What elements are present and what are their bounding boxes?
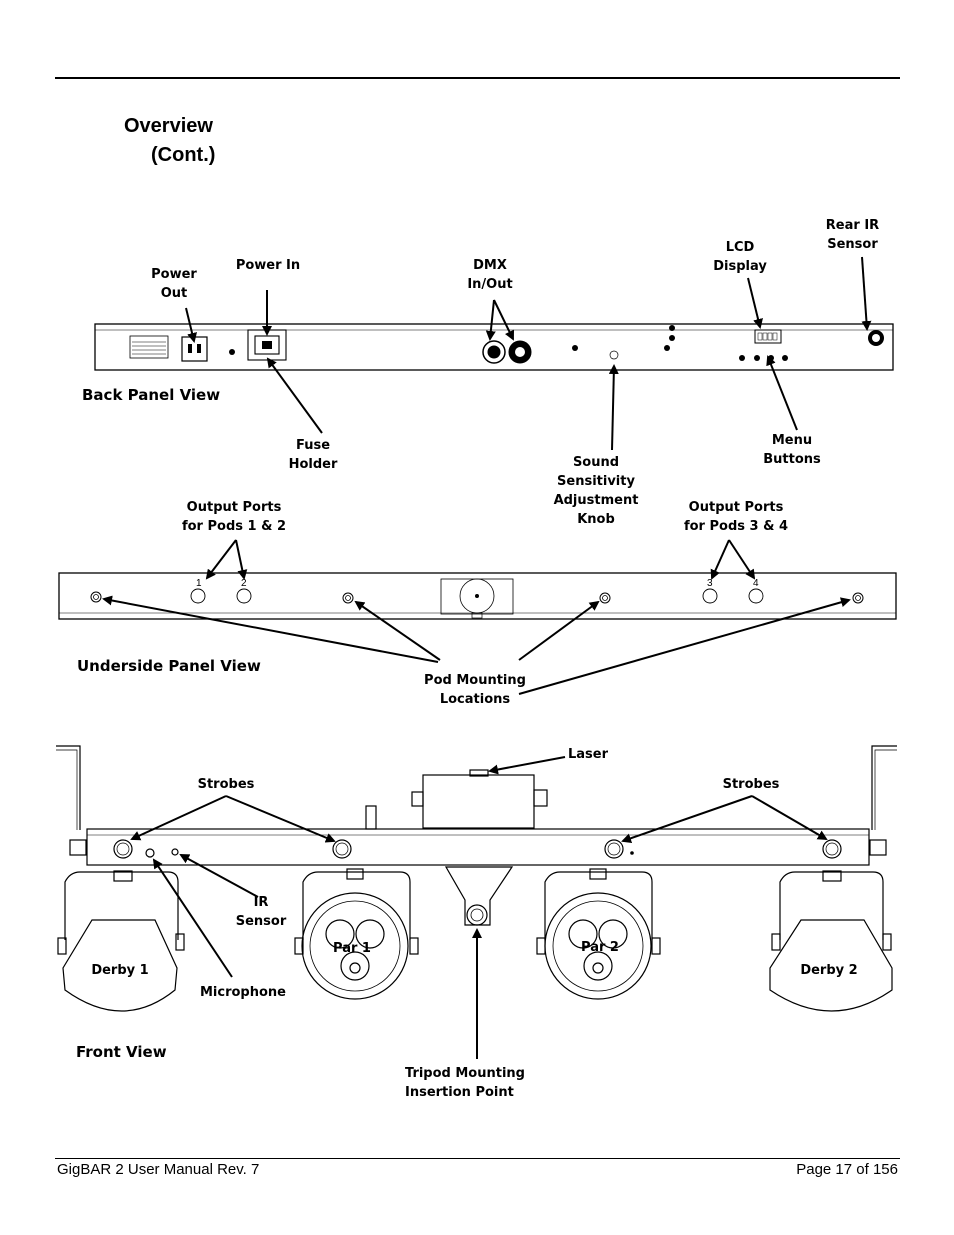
front-view-drawing — [56, 745, 897, 1012]
underside-arrows — [102, 539, 851, 695]
section-front-view: Front View — [76, 1043, 167, 1061]
back-panel-drawing — [94, 323, 894, 371]
bottom-rule — [55, 1158, 900, 1159]
section-back-panel: Back Panel View — [82, 386, 221, 404]
section-underside-panel: Underside Panel View — [77, 657, 261, 675]
pod-label-derby-2: Derby 2 — [800, 963, 857, 978]
label-microphone: Microphone — [199, 985, 286, 1000]
label-rear-ir-sensor: Rear IR Sensor — [825, 218, 880, 252]
label-menu-buttons: Menu Buttons — [763, 433, 821, 467]
footer-page-number: Page 17 of 156 — [796, 1161, 898, 1178]
label-ir-sensor: IR Sensor — [235, 895, 287, 929]
port-number-2: 2 — [241, 578, 247, 589]
page-title: Overview — [124, 115, 213, 137]
front-view-arrows — [130, 756, 828, 1059]
pod-label-derby-1: Derby 1 — [91, 963, 148, 978]
label-tripod-mount: Tripod Mounting Insertion Point — [405, 1066, 525, 1100]
label-power-in: Power In — [235, 258, 301, 273]
label-output-ports-34: Output Ports for Pods 3 & 4 — [683, 500, 789, 534]
port-number-3: 3 — [707, 578, 713, 589]
top-rule — [55, 77, 900, 79]
footer-manual-title: GigBAR 2 User Manual Rev. 7 — [57, 1161, 260, 1178]
label-power-out: Power Out — [151, 267, 197, 301]
pod-label-par-1: Par 1 — [333, 941, 371, 956]
label-strobes-left: Strobes — [197, 777, 255, 792]
back-panel-arrows — [185, 256, 872, 451]
label-pod-mounting: Pod Mounting Locations — [424, 673, 526, 707]
label-fuse-holder: Fuse Holder — [288, 438, 338, 472]
label-lcd-display: LCD Display — [713, 240, 767, 274]
label-strobes-right: Strobes — [722, 777, 780, 792]
port-number-4: 4 — [753, 578, 759, 589]
page-subtitle: (Cont.) — [151, 144, 216, 166]
label-laser: Laser — [567, 747, 609, 762]
pod-label-par-2: Par 2 — [581, 940, 619, 955]
front-view-pod-labels: Derby 1 Par 1 Par 2 Derby 2 — [91, 940, 857, 978]
label-output-ports-12: Output Ports for Pods 1 & 2 — [181, 500, 287, 534]
underside-panel-drawing — [58, 572, 897, 620]
port-number-1: 1 — [196, 578, 202, 589]
label-sound-knob: Sound Sensitivity Adjustment Knob — [553, 455, 639, 527]
label-dmx: DMX In/Out — [467, 258, 513, 292]
port-number-labels: 1 2 3 4 — [196, 578, 759, 589]
